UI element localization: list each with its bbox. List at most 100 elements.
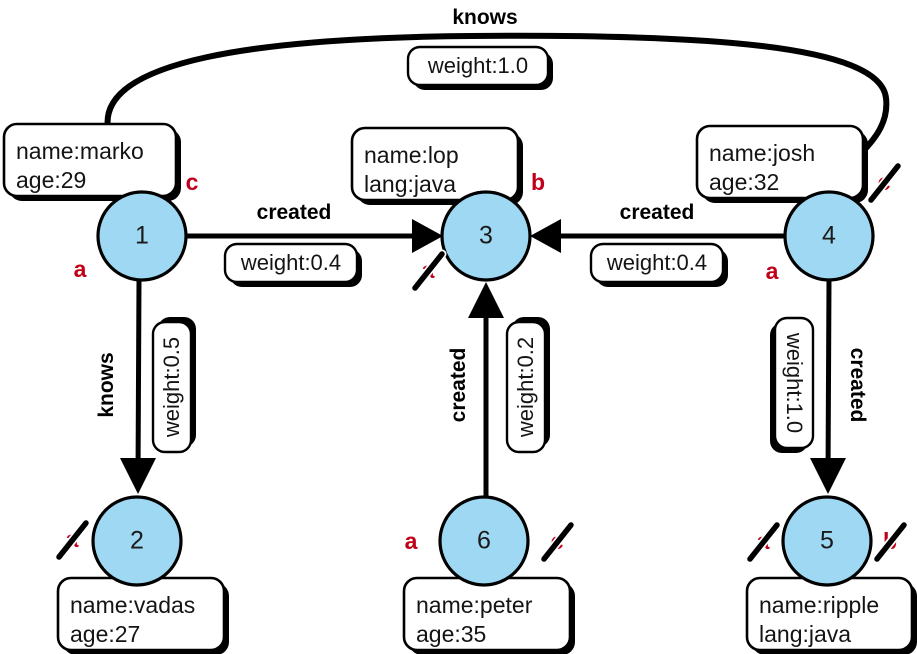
box-body — [695, 124, 865, 200]
annotation-b-struck[interactable]: b — [872, 520, 909, 564]
strikethrough-mark — [56, 520, 89, 560]
annotation-letter: c — [186, 169, 199, 195]
strikethrough-mark — [874, 522, 907, 562]
weight-label: weight:0.5 — [159, 337, 184, 438]
edge-layer — [104, 32, 890, 498]
arrow-head — [810, 458, 846, 494]
annotation-a-struck[interactable]: a — [54, 518, 91, 562]
node-shape — [783, 190, 875, 282]
node-3[interactable]: 3 — [440, 190, 532, 282]
annotation-a-struck[interactable]: a — [745, 520, 782, 564]
edge-type-label-created-4-5: created — [846, 348, 869, 423]
strikethrough-mark — [541, 522, 574, 562]
pill-body — [773, 316, 815, 450]
annotation-c-struck[interactable]: c — [866, 161, 903, 205]
weight-pill-knows-1-4[interactable]: weight:1.0 — [406, 45, 553, 90]
weight-label: weight:1.0 — [427, 53, 528, 78]
pill-body — [223, 242, 359, 284]
property-box-node-5[interactable]: name:ripple lang:java — [745, 576, 917, 654]
annotation-a[interactable]: a — [764, 257, 780, 286]
annotation-letter: a — [74, 256, 87, 282]
property-line: name:marko — [16, 138, 144, 164]
property-line: name:vadas — [70, 592, 195, 618]
edge-type-label-created-4-3: created — [620, 201, 695, 224]
property-box-node-2[interactable]: name:vadas age:27 — [56, 576, 229, 654]
edge-type-label-created-6-3: created — [447, 348, 470, 423]
annotation-a[interactable]: a — [403, 527, 419, 556]
weight-label: weight:0.2 — [513, 337, 538, 438]
edge-type-label-knows-1-4: knows — [452, 6, 517, 29]
node-layer: 1 2 3 4 5 6 — [91, 190, 875, 587]
property-box-node-1[interactable]: name:marko age:29 — [2, 122, 181, 201]
pill-body — [406, 45, 550, 87]
arrow-head — [120, 458, 156, 494]
property-box-node-3[interactable]: name:lop lang:java — [350, 126, 523, 205]
property-box-layer: name:marko age:29 name:lop lang:java nam… — [2, 122, 917, 654]
property-line: name:lop — [364, 142, 459, 168]
weight-label: weight:1.0 — [782, 332, 807, 433]
property-line: lang:java — [364, 171, 456, 197]
strikethrough-mark — [747, 522, 780, 562]
edge-path — [104, 32, 890, 180]
annotation-c[interactable]: c — [184, 168, 200, 197]
property-box-node-4[interactable]: name:josh age:32 — [695, 124, 868, 203]
pill-body — [505, 320, 547, 454]
property-line: age:35 — [416, 621, 486, 647]
annotation-layer: a c a b a c a a c a b — [54, 161, 909, 564]
box-body — [2, 122, 178, 198]
annotation-a-struck[interactable]: a — [410, 249, 447, 293]
property-line: age:32 — [709, 169, 779, 195]
node-2[interactable]: 2 — [91, 495, 183, 587]
node-id-label: 6 — [477, 527, 491, 555]
annotation-a[interactable]: a — [72, 255, 88, 284]
edge-knows-1-2[interactable] — [120, 279, 156, 494]
edge-type-label-knows-1-2: knows — [95, 352, 118, 417]
property-line: age:29 — [16, 167, 86, 193]
edge-created-6-3[interactable] — [468, 282, 504, 498]
weight-pill-created-1-3[interactable]: weight:0.4 — [223, 242, 362, 287]
strikethrough-mark — [412, 251, 445, 291]
weight-pill-knows-1-2[interactable]: weight:0.5 — [151, 317, 196, 454]
weight-pill-created-4-3[interactable]: weight:0.4 — [589, 242, 728, 287]
node-6[interactable]: 6 — [438, 495, 530, 587]
property-line: name:ripple — [759, 592, 879, 618]
pill-body — [151, 320, 193, 454]
arrow-head — [468, 282, 504, 318]
node-id-label: 2 — [130, 527, 144, 555]
annotation-c-struck[interactable]: c — [539, 520, 576, 564]
node-shape — [440, 190, 532, 282]
annotation-letter: b — [531, 169, 545, 195]
edge-path — [135, 279, 142, 479]
annotation-letter: a — [766, 258, 779, 284]
node-id-label: 5 — [820, 527, 834, 555]
node-5[interactable]: 5 — [781, 495, 873, 587]
weight-label: weight:0.4 — [240, 250, 341, 275]
strikethrough-mark — [868, 163, 901, 203]
property-line: name:peter — [416, 592, 533, 618]
edge-created-1-3[interactable] — [186, 219, 443, 253]
pill-body — [589, 242, 725, 284]
weight-pill-created-4-5[interactable]: weight:1.0 — [770, 316, 815, 453]
property-box-node-6[interactable]: name:peter age:35 — [402, 576, 575, 654]
property-line: age:27 — [70, 621, 140, 647]
property-line: name:josh — [709, 140, 815, 166]
node-id-label: 1 — [135, 222, 149, 250]
node-4[interactable]: 4 — [783, 190, 875, 282]
node-shape — [438, 495, 530, 587]
edge-type-label-created-1-3: created — [257, 201, 332, 224]
edge-created-4-5[interactable] — [810, 279, 846, 494]
weight-pill-created-6-3[interactable]: weight:0.2 — [505, 317, 550, 454]
annotation-letter: a — [405, 528, 418, 554]
edge-created-4-3[interactable] — [530, 219, 785, 253]
node-1[interactable]: 1 — [96, 190, 188, 282]
node-shape — [781, 495, 873, 587]
node-id-label: 3 — [479, 222, 493, 250]
property-line: lang:java — [759, 621, 851, 647]
annotation-b[interactable]: b — [530, 168, 547, 197]
node-id-label: 4 — [822, 222, 836, 250]
arrow-head — [530, 219, 561, 253]
node-shape — [96, 190, 188, 282]
edge-type-label-layer: knows created created knows created crea… — [93, 4, 871, 424]
